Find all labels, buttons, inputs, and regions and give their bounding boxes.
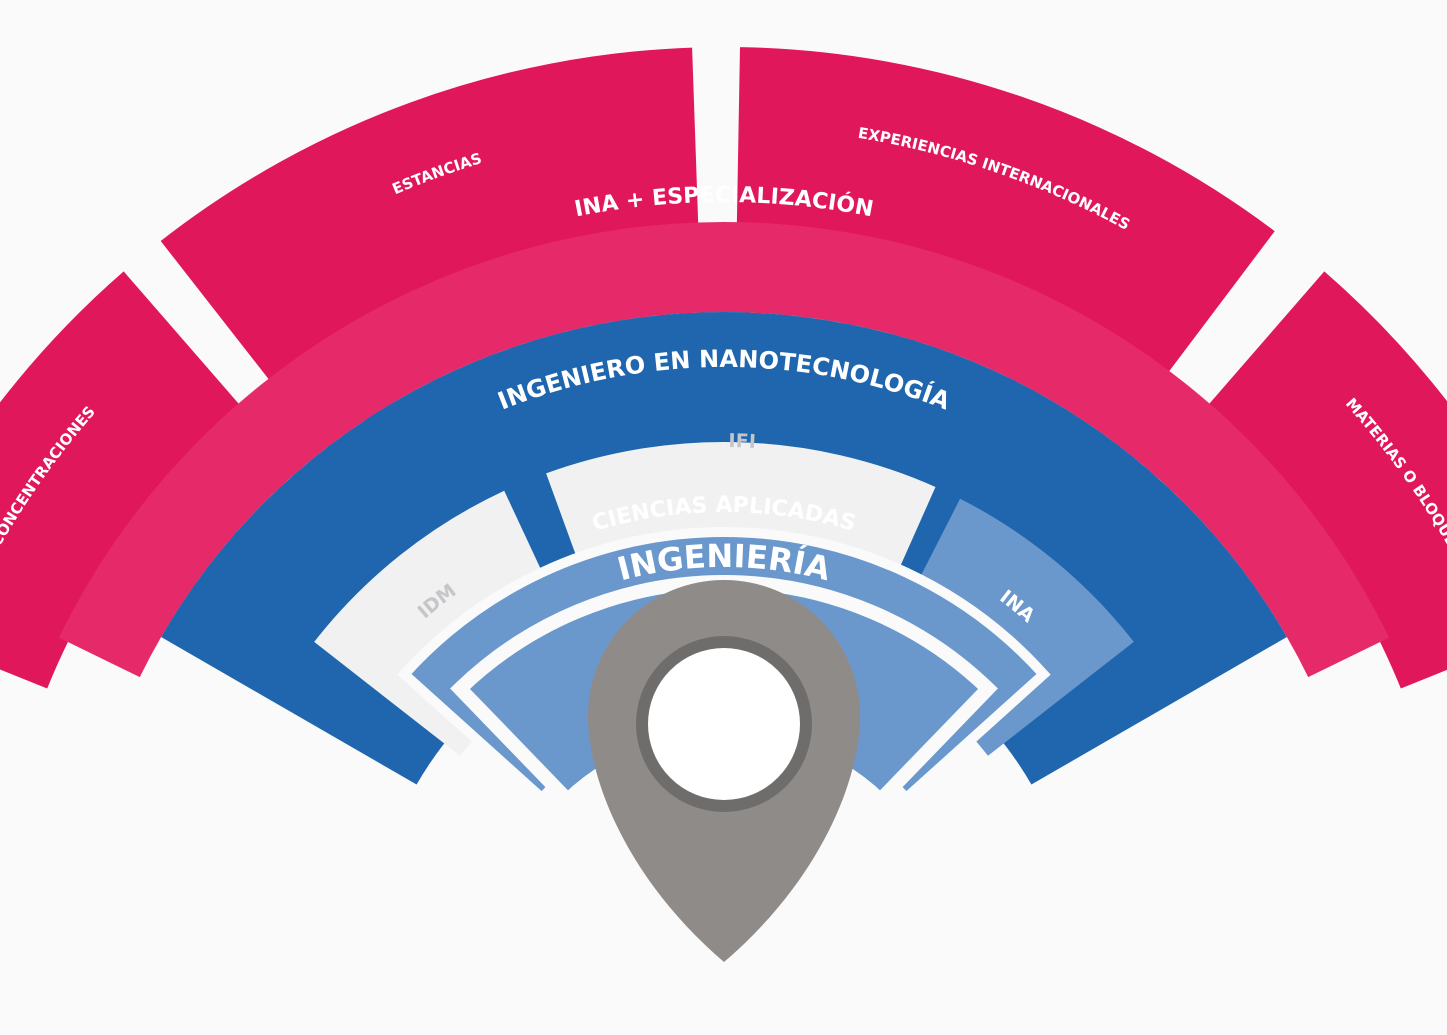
segment-experiencias-internacionales — [736, 47, 1275, 379]
label-ifi: IFI — [728, 430, 756, 453]
outer-band — [0, 47, 1447, 689]
location-pin-icon — [588, 580, 860, 962]
segment-concentraciones — [0, 271, 246, 689]
segment-materias-o-bloques — [1202, 271, 1447, 689]
pin-hole — [648, 648, 800, 800]
segment-estancias — [160, 47, 699, 387]
specialization-band — [58, 222, 1390, 678]
